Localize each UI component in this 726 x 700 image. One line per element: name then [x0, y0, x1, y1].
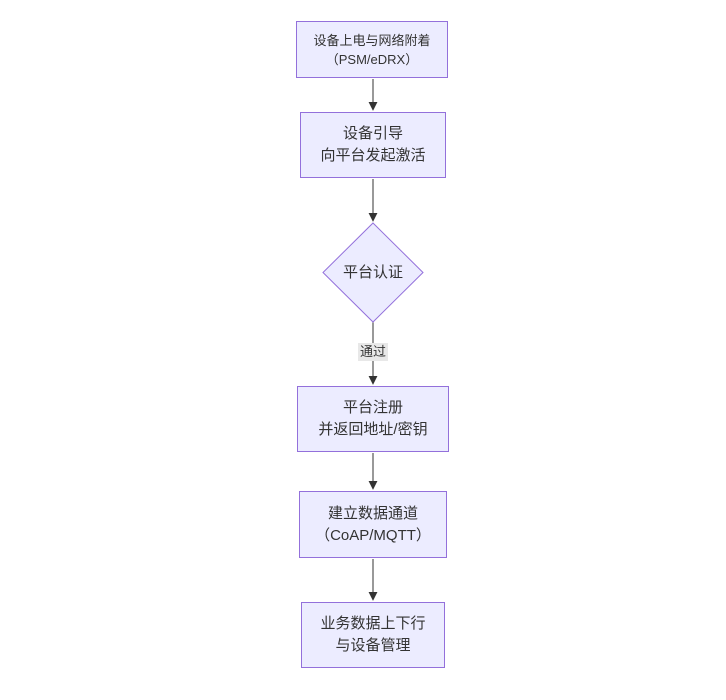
node-label-line: 建立数据通道 — [327, 504, 418, 522]
node-label-line: （PSM/eDRX） — [325, 51, 419, 67]
node-label-line: 与设备管理 — [335, 637, 411, 654]
node-label-line: 向平台发起激活 — [320, 147, 426, 164]
node-label-line: 并返回地址/密钥 — [318, 421, 428, 438]
node-label-line: （CoAP/MQTT） — [315, 526, 431, 544]
edge-label-pass: 通过 — [357, 343, 389, 361]
node-data-channel: 建立数据通道 （CoAP/MQTT） — [299, 491, 447, 558]
decision-diamond-shape — [322, 222, 424, 323]
node-label-line: 设备引导 — [342, 125, 403, 142]
node-device-bootstrap: 设备引导 向平台发起激活 — [300, 112, 446, 178]
node-label-line: 平台认证 — [342, 264, 403, 281]
node-business-data: 业务数据上下行 与设备管理 — [301, 602, 445, 668]
node-power-on-network-attach: 设备上电与网络附着 （PSM/eDRX） — [296, 21, 448, 78]
node-label-line: 设备上电与网络附着 — [313, 32, 431, 48]
node-label-line: 平台注册 — [342, 399, 403, 416]
node-label-line: 业务数据上下行 — [320, 615, 426, 632]
node-platform-register: 平台注册 并返回地址/密钥 — [297, 386, 449, 452]
decision-platform-auth-label: 平台认证 — [323, 262, 423, 284]
